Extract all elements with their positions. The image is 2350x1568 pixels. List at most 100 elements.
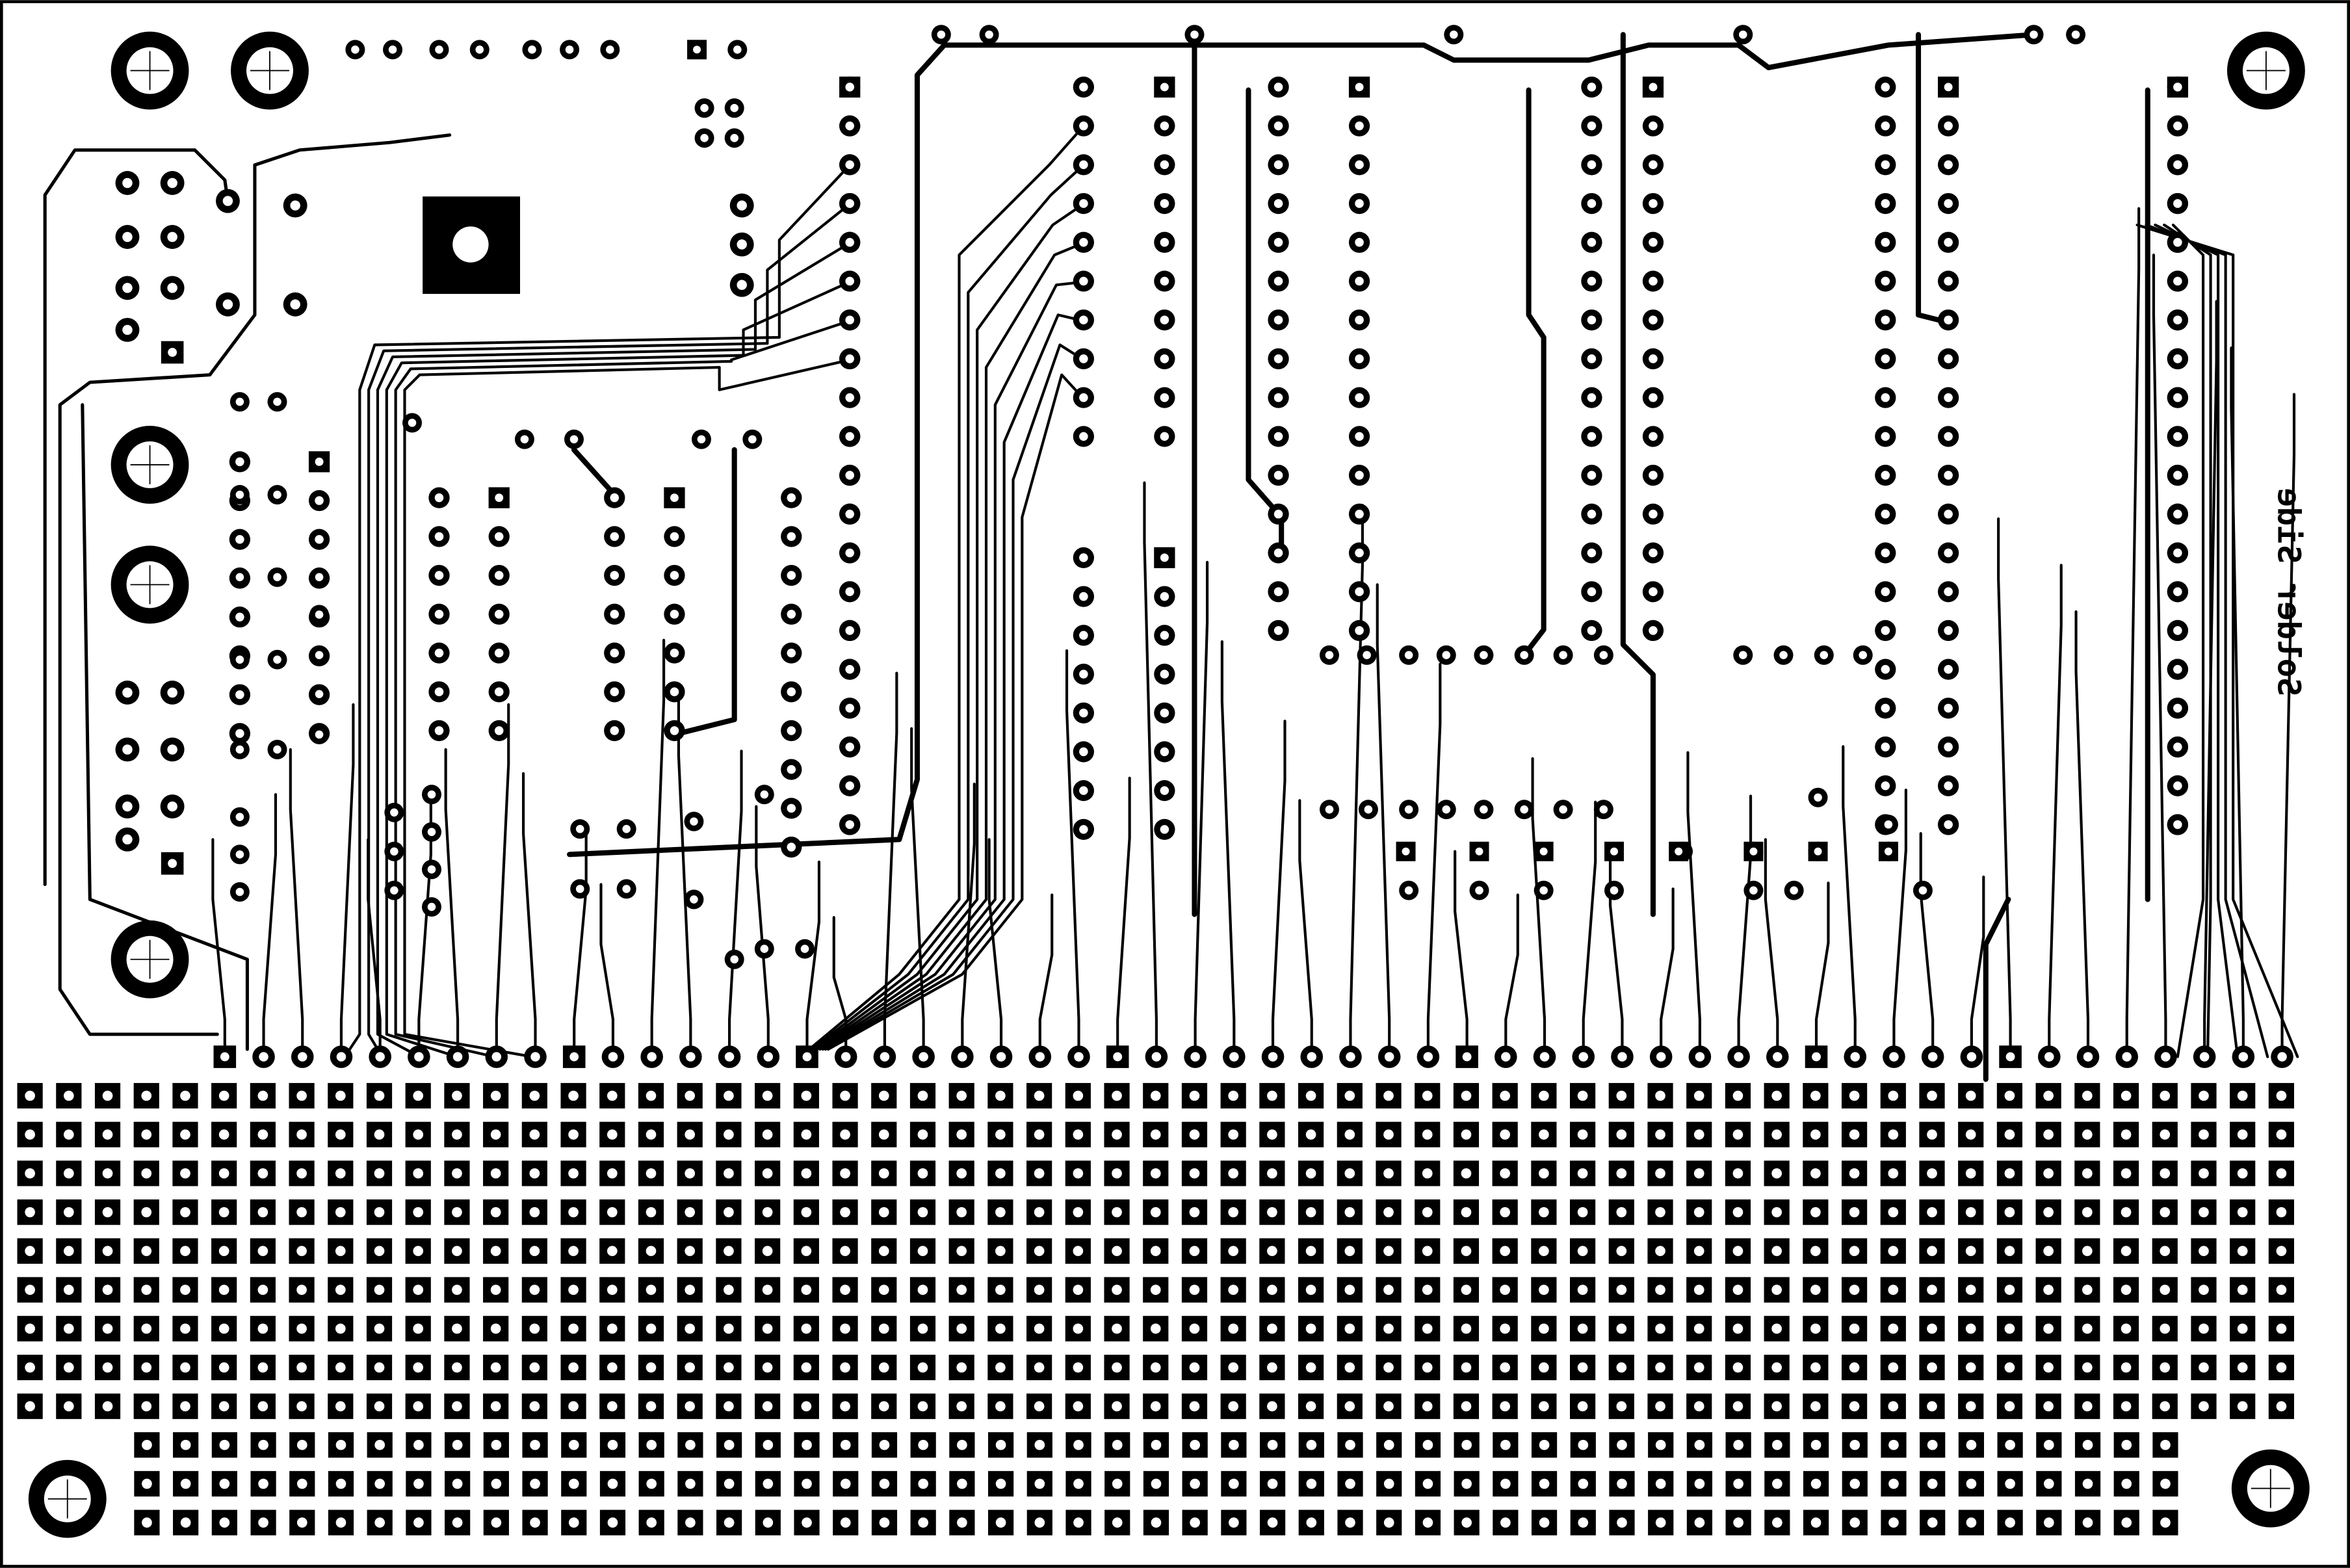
pad-hole <box>1355 83 1364 92</box>
pad-hole <box>1383 1439 1394 1450</box>
pad-hole <box>1034 1362 1045 1373</box>
pad-hole <box>2173 587 2182 596</box>
pad-hole <box>530 1439 540 1450</box>
pad-hole <box>1539 1323 1549 1334</box>
pad-hole <box>958 1052 967 1062</box>
pad-hole <box>2121 1401 2132 1412</box>
pad-hole <box>1944 276 1953 286</box>
pad-hole <box>374 1323 385 1334</box>
pad-hole <box>1150 1090 1161 1101</box>
trace <box>1582 800 1597 1058</box>
pad-hole <box>1073 1401 1084 1412</box>
pad-hole <box>2005 1478 2015 1489</box>
pad-hole <box>297 1052 307 1062</box>
pad-hole <box>296 1439 307 1450</box>
pad-hole <box>840 1478 851 1489</box>
pad-hole <box>787 493 796 503</box>
pad-hole <box>1034 1478 1045 1489</box>
pad-hole <box>700 134 709 142</box>
pad-hole <box>1617 1517 1627 1528</box>
pad-hole <box>724 1207 734 1218</box>
pad-hole <box>1160 747 1169 757</box>
pad-hole <box>840 1246 850 1257</box>
pad-hole <box>2082 1129 2093 1140</box>
pad-hole <box>607 1362 618 1373</box>
pad-hole <box>528 46 536 54</box>
pad-hole <box>2199 1362 2209 1373</box>
pad-hole <box>218 1401 229 1412</box>
pad-hole <box>724 1362 734 1373</box>
pad-hole <box>2276 1285 2287 1295</box>
pad-hole <box>840 1323 850 1334</box>
pad-hole <box>608 1052 618 1062</box>
pad-hole <box>2004 1323 2015 1334</box>
pad-hole <box>845 781 854 791</box>
pad-hole <box>787 843 796 852</box>
pad-hole <box>1965 1090 1976 1101</box>
pad-hole <box>2121 1207 2132 1218</box>
pad-hole <box>1268 1052 1278 1062</box>
trace <box>43 148 229 887</box>
pad-hole <box>1500 1439 1511 1450</box>
pad-hole <box>180 1517 191 1528</box>
pad-hole <box>408 419 417 427</box>
pad-hole <box>879 1517 890 1528</box>
pad-hole <box>607 1168 618 1179</box>
pad-hole <box>737 280 747 291</box>
pad-hole <box>1423 1052 1433 1062</box>
pad-hole <box>1150 1168 1161 1179</box>
pad-hole <box>1655 1207 1665 1218</box>
pad-hole <box>25 1207 35 1218</box>
pad-hole <box>1649 471 1658 480</box>
trace <box>672 447 737 737</box>
pad-hole <box>315 457 324 466</box>
pad-hole <box>1771 1401 1782 1412</box>
pad-hole <box>1079 670 1088 679</box>
pad-hole <box>762 1090 773 1101</box>
pad-hole <box>1966 1478 1977 1489</box>
pad-hole <box>1079 747 1088 757</box>
pad-hole <box>2082 1323 2093 1334</box>
pad-hole <box>685 1439 696 1450</box>
pad-hole <box>351 46 359 54</box>
pad-hole <box>257 1323 268 1334</box>
pad-hole <box>1888 1517 1899 1528</box>
pad-hole <box>390 808 398 817</box>
pad-hole <box>1675 847 1683 856</box>
pad-hole <box>1383 1285 1394 1295</box>
pad-hole <box>1190 1052 1200 1062</box>
pad-hole <box>494 726 504 735</box>
pad-hole <box>1881 199 1890 208</box>
pad-hole <box>1273 160 1283 170</box>
pad-hole <box>956 1401 967 1412</box>
pad-hole <box>1587 199 1597 208</box>
pad-hole <box>258 1439 268 1450</box>
pad-hole <box>141 1285 152 1295</box>
pad-hole <box>610 726 620 735</box>
trace <box>522 772 537 1058</box>
pad-hole <box>1539 1168 1549 1179</box>
pad-hole <box>1461 1246 1472 1257</box>
pad-hole <box>491 1052 502 1062</box>
pad-hole <box>1616 1285 1627 1295</box>
pad-hole <box>787 804 796 813</box>
pad-hole <box>1228 1246 1239 1257</box>
pad-hole <box>1944 432 1953 441</box>
pad-hole <box>1749 886 1758 895</box>
pad-hole <box>2277 1052 2287 1062</box>
pad-hole <box>1073 1323 1084 1334</box>
pad-hole <box>995 1362 1006 1373</box>
pad-hole <box>1229 1517 1239 1528</box>
pad-hole <box>748 435 757 444</box>
pad-hole <box>1616 1362 1627 1373</box>
pad-hole <box>670 571 679 580</box>
pad-hole <box>1888 1090 1899 1101</box>
pad-hole <box>685 1207 696 1218</box>
pad-hole <box>1461 1090 1472 1101</box>
pad-hole <box>529 1323 540 1334</box>
pad-hole <box>918 1439 929 1450</box>
pad-hole <box>25 1090 35 1101</box>
pad-hole <box>1889 1052 1899 1062</box>
pad-hole <box>568 1478 579 1489</box>
pad-hole <box>1732 1246 1743 1257</box>
